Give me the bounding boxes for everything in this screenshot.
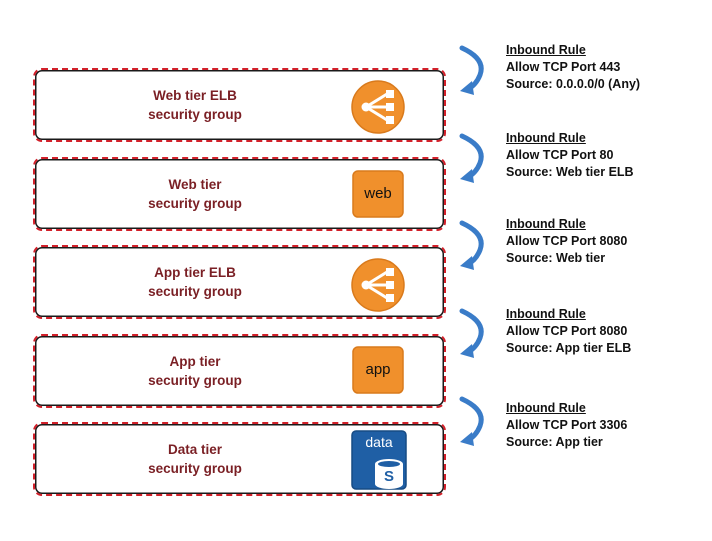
group-label: Data tier security group [148, 442, 242, 476]
security-group-app-elb: App tier ELB security group [33, 245, 446, 319]
rule-title: Inbound Rule [506, 217, 586, 231]
rule-source: Source: Web tier ELB [506, 165, 634, 179]
inbound-rule-app-elb: Inbound Rule Allow TCP Port 8080 Source:… [506, 216, 627, 267]
elb-icon [351, 258, 405, 312]
database-icon-sub: S [383, 468, 394, 485]
rule-title: Inbound Rule [506, 401, 586, 415]
web-icon-label: web [364, 185, 392, 202]
app-icon: app [352, 346, 404, 394]
database-icon-label: data [365, 434, 393, 450]
curved-arrow-icon [459, 220, 484, 270]
rule-source: Source: App tier ELB [506, 341, 632, 355]
rule-port: Allow TCP Port 8080 [506, 234, 628, 248]
rule-title: Inbound Rule [506, 43, 586, 57]
rule-port: Allow TCP Port 3306 [506, 418, 628, 432]
group-label: Web tier ELB security group [148, 88, 242, 122]
rule-port: Allow TCP Port 443 [506, 60, 621, 74]
security-group-data: Data tier security group [33, 422, 446, 496]
database-icon: data S [351, 430, 407, 490]
curved-arrow-icon [459, 396, 484, 446]
app-icon-label: app [365, 361, 391, 378]
rule-port: Allow TCP Port 8080 [506, 324, 628, 338]
group-label: App tier security group [148, 354, 242, 388]
rule-title: Inbound Rule [506, 131, 586, 145]
inbound-rule-data: Inbound Rule Allow TCP Port 3306 Source:… [506, 400, 627, 451]
rule-source: Source: 0.0.0.0/0 (Any) [506, 77, 641, 91]
web-icon: web [352, 170, 404, 218]
inbound-rule-web-elb: Inbound Rule Allow TCP Port 443 Source: … [506, 42, 640, 93]
curved-arrow-icon [459, 308, 484, 358]
rule-source: Source: App tier [506, 435, 603, 449]
inbound-rule-web: Inbound Rule Allow TCP Port 80 Source: W… [506, 130, 634, 181]
curved-arrow-icon [459, 133, 484, 183]
rule-source: Source: Web tier [506, 251, 606, 265]
group-label: Web tier security group [148, 177, 242, 211]
security-group-app: App tier security group [33, 334, 446, 408]
security-group-web-elb: Web tier ELB security group [33, 68, 446, 142]
elb-icon [351, 80, 405, 134]
security-group-web: Web tier security group [33, 157, 446, 231]
rule-title: Inbound Rule [506, 307, 586, 321]
group-label: App tier ELB security group [148, 265, 242, 299]
curved-arrow-icon [459, 45, 484, 95]
rule-port: Allow TCP Port 80 [506, 148, 614, 162]
inbound-rule-app: Inbound Rule Allow TCP Port 8080 Source:… [506, 306, 631, 357]
